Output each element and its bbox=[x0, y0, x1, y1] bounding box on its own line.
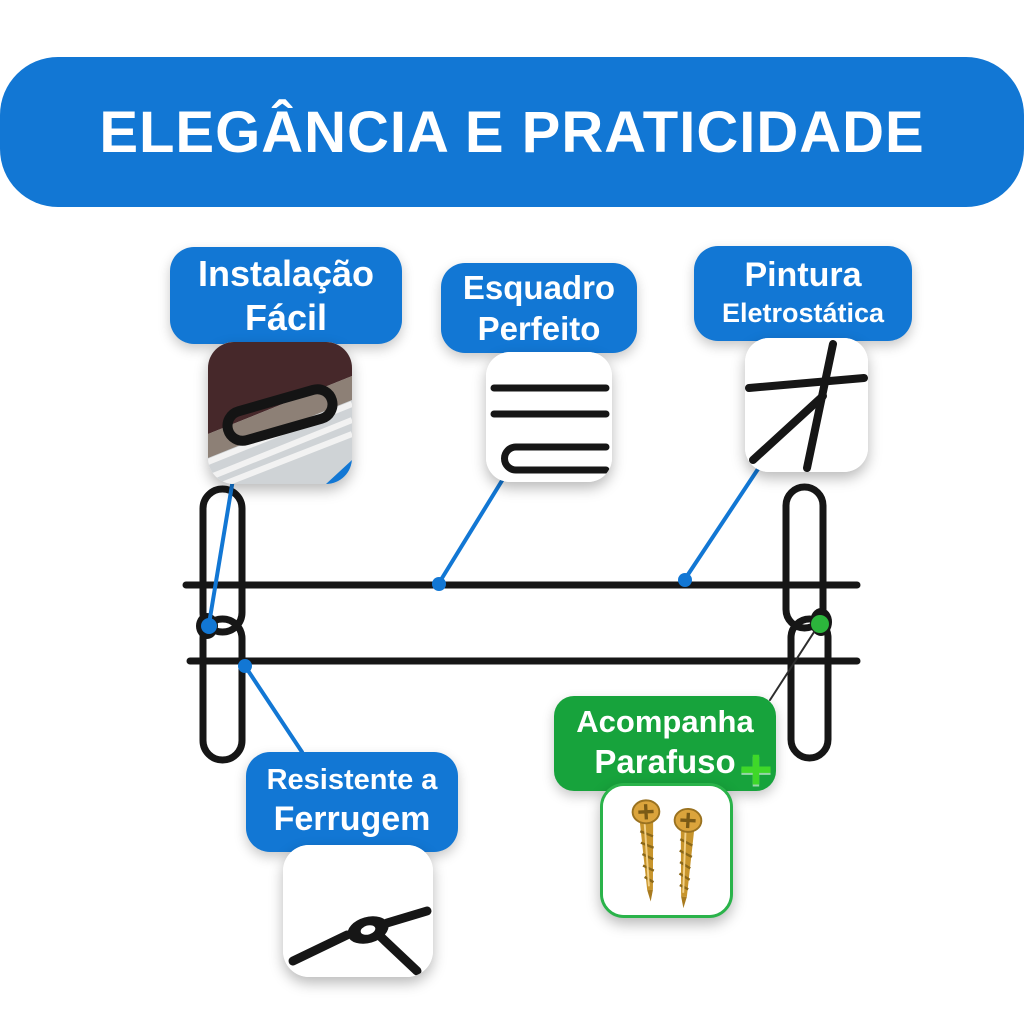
callout-line: Instalação bbox=[197, 252, 375, 294]
callout-line: Resistente a bbox=[266, 763, 438, 796]
inset-square-bars-detail bbox=[486, 352, 612, 482]
callout-esquadro-perfeito: Esquadro Perfeito bbox=[441, 263, 637, 353]
connector-dot-esquadro bbox=[432, 577, 446, 591]
inset-installation-photo bbox=[208, 342, 352, 484]
screws-icon bbox=[603, 786, 730, 915]
connector-dot-ferrugem bbox=[238, 659, 252, 673]
inset-screws-photo bbox=[600, 783, 733, 918]
connector-dots bbox=[201, 573, 829, 673]
callout-acompanha-parafuso: Acompanha Parafuso bbox=[554, 696, 776, 791]
parallel-bars-icon bbox=[486, 352, 612, 482]
connector-lines bbox=[207, 467, 817, 754]
callout-resistente-ferrugem: Resistente a Ferrugem bbox=[246, 752, 458, 852]
callout-line: Fácil bbox=[244, 296, 328, 338]
inset-coated-tube-detail bbox=[745, 338, 868, 472]
rack-left-top-loop bbox=[199, 485, 246, 636]
callout-line: Ferrugem bbox=[273, 800, 431, 839]
callout-pintura-eletrostatica: Pintura Eletrostática bbox=[694, 246, 912, 341]
connector-line-esquadro bbox=[437, 477, 505, 585]
callout-line: Pintura bbox=[744, 256, 862, 295]
plus-icon: + bbox=[739, 737, 773, 802]
connector-line-instalacao bbox=[207, 477, 235, 626]
banner: ELEGÂNCIA E PRATICIDADE bbox=[0, 57, 1024, 207]
installation-photo-icon bbox=[208, 342, 352, 484]
banner-title: ELEGÂNCIA E PRATICIDADE bbox=[99, 99, 925, 165]
rack-left-bottom-loop bbox=[199, 615, 246, 764]
green-connector-dot-parafuso bbox=[811, 615, 829, 633]
callout-instalacao-facil: Instalação Fácil bbox=[170, 247, 402, 344]
rack-right-top-loop bbox=[782, 483, 827, 632]
callout-line: Acompanha bbox=[576, 704, 754, 740]
callout-line: Parafuso bbox=[594, 742, 736, 780]
connector-line-parafuso bbox=[769, 628, 817, 701]
callout-line: Esquadro bbox=[462, 268, 616, 306]
connector-dot-pintura bbox=[678, 573, 692, 587]
callout-line: Perfeito bbox=[477, 310, 601, 347]
connector-line-pintura bbox=[683, 467, 760, 581]
rust-proof-eyelet-icon bbox=[283, 845, 433, 977]
screw-right bbox=[673, 808, 703, 909]
connector-dot-instalacao bbox=[201, 618, 217, 634]
coated-tube-icon bbox=[745, 338, 868, 472]
screw-left bbox=[631, 799, 661, 902]
rack-right-bottom-loop bbox=[787, 615, 832, 762]
connector-line-ferrugem bbox=[243, 664, 304, 754]
inset-rustproof-eyelet-detail bbox=[283, 845, 433, 977]
callout-line: Eletrostática bbox=[721, 297, 885, 328]
